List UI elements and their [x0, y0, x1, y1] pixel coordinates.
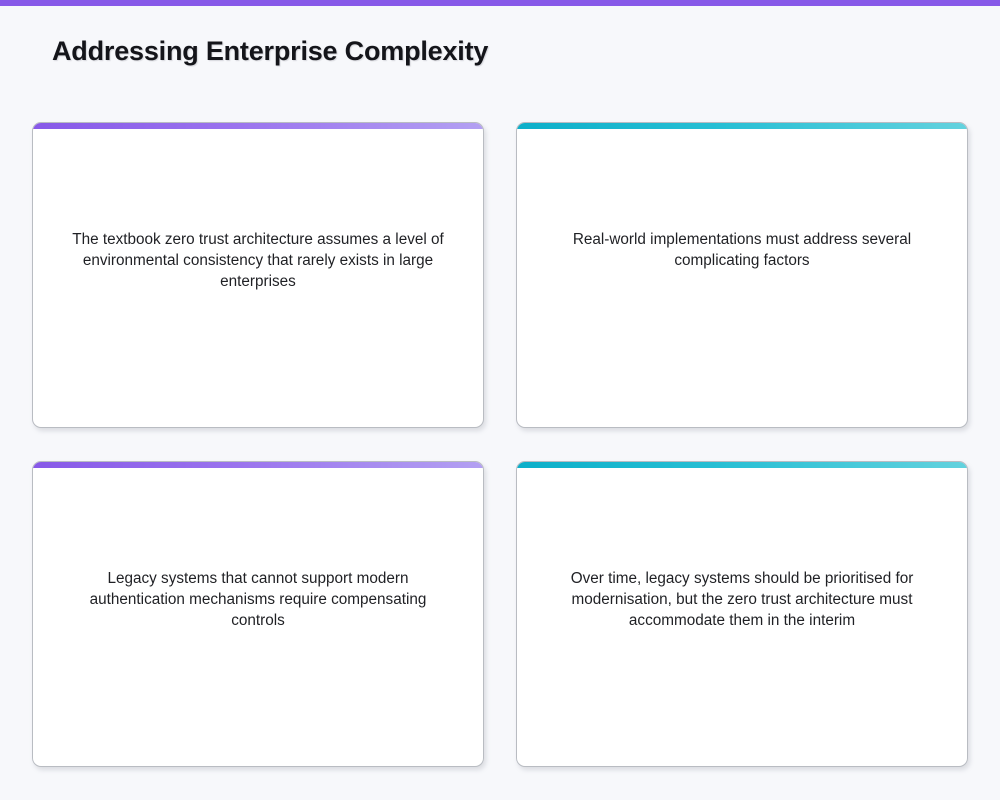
card-body: Legacy systems that cannot support moder… — [33, 468, 483, 766]
content-card-4[interactable]: Over time, legacy systems should be prio… — [516, 461, 968, 767]
content-card-3[interactable]: Legacy systems that cannot support moder… — [32, 461, 484, 767]
card-body: The textbook zero trust architecture ass… — [33, 129, 483, 427]
card-accent-bar-purple — [33, 462, 483, 468]
card-body: Real-world implementations must address … — [517, 129, 967, 427]
top-accent-strip — [0, 0, 1000, 6]
card-accent-bar-purple — [33, 123, 483, 129]
card-body: Over time, legacy systems should be prio… — [517, 468, 967, 766]
card-text: Real-world implementations must address … — [572, 231, 912, 269]
content-card-1[interactable]: The textbook zero trust architecture ass… — [32, 122, 484, 428]
card-accent-bar-teal — [517, 123, 967, 129]
page-title: Addressing Enterprise Complexity — [52, 36, 489, 66]
card-accent-bar-teal — [517, 462, 967, 468]
content-card-2[interactable]: Real-world implementations must address … — [516, 122, 968, 428]
card-text: The textbook zero trust architecture ass… — [72, 231, 444, 290]
card-grid: The textbook zero trust architecture ass… — [32, 122, 968, 767]
card-text: Over time, legacy systems should be prio… — [570, 570, 914, 629]
card-text: Legacy systems that cannot support moder… — [89, 570, 427, 629]
